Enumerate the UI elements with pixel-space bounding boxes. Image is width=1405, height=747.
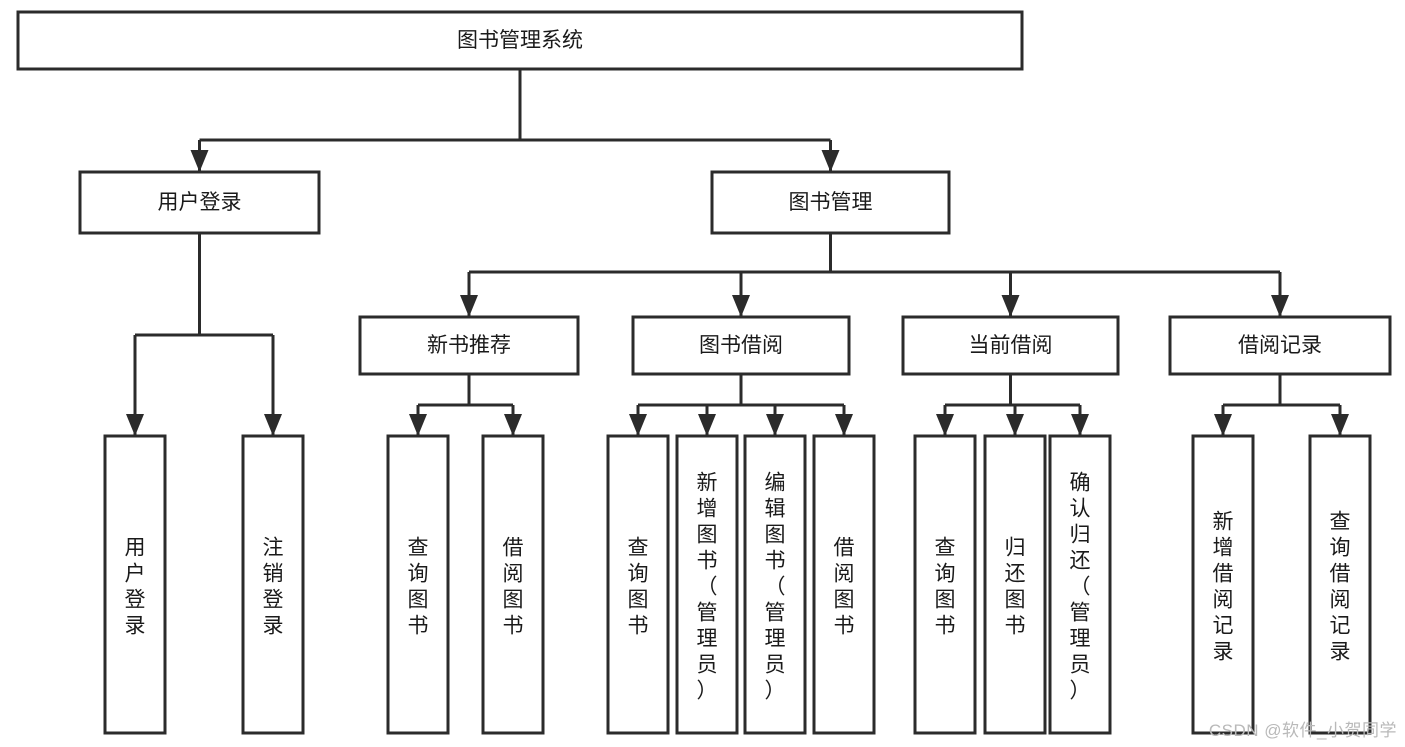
- node-leaf-query-book-3[interactable]: 查询图书: [913, 434, 977, 735]
- node-leaf-query-book-1[interactable]: 查询图书: [386, 434, 450, 735]
- node-leaf-add-book[interactable]: 新增图书（管理员）: [675, 434, 739, 735]
- node-label-leaf-edit-book: 编辑图书（管理员）: [765, 472, 786, 703]
- node-layer: 图书管理系统用户登录图书管理新书推荐图书借阅当前借阅借阅记录用户登录注销登录查询…: [16, 10, 1392, 735]
- node-leaf-add-record[interactable]: 新增借阅记录: [1191, 434, 1255, 735]
- node-leaf-borrow-book-2[interactable]: 借阅图书: [812, 434, 876, 735]
- node-box-leaf-query-book-1[interactable]: [386, 434, 450, 735]
- node-box-leaf-add-book[interactable]: [675, 434, 739, 735]
- node-label-leaf-query-book-1: 查询图书: [408, 537, 429, 638]
- node-label-leaf-query-record: 查询借阅记录: [1330, 511, 1351, 664]
- node-label-current-borrow: 当前借阅: [969, 334, 1053, 357]
- node-label-book-borrow: 图书借阅: [699, 334, 783, 357]
- node-label-leaf-add-record: 新增借阅记录: [1213, 511, 1234, 664]
- node-box-leaf-add-record[interactable]: [1191, 434, 1255, 735]
- node-leaf-edit-book[interactable]: 编辑图书（管理员）: [743, 434, 807, 735]
- node-box-leaf-user-login[interactable]: [103, 434, 167, 735]
- node-user-login[interactable]: 用户登录: [78, 170, 321, 235]
- node-label-leaf-borrow-book-1: 借阅图书: [503, 537, 524, 638]
- node-box-leaf-edit-book[interactable]: [743, 434, 807, 735]
- node-leaf-logout[interactable]: 注销登录: [241, 434, 305, 735]
- node-box-root[interactable]: [16, 10, 1024, 71]
- node-leaf-user-login[interactable]: 用户登录: [103, 434, 167, 735]
- node-label-leaf-confirm-return: 确认归还（管理员）: [1070, 472, 1091, 703]
- node-leaf-confirm-return[interactable]: 确认归还（管理员）: [1048, 434, 1112, 735]
- node-book-borrow[interactable]: 图书借阅: [631, 315, 851, 376]
- node-box-leaf-confirm-return[interactable]: [1048, 434, 1112, 735]
- node-label-leaf-query-book-3: 查询图书: [935, 537, 956, 638]
- node-label-leaf-query-book-2: 查询图书: [628, 537, 649, 638]
- node-leaf-return-book[interactable]: 归还图书: [983, 434, 1047, 735]
- node-label-leaf-user-login: 用户登录: [125, 537, 146, 638]
- node-box-leaf-query-book-3[interactable]: [913, 434, 977, 735]
- node-box-leaf-query-record[interactable]: [1308, 434, 1372, 735]
- node-box-leaf-return-book[interactable]: [983, 434, 1047, 735]
- node-borrow-record[interactable]: 借阅记录: [1168, 315, 1392, 376]
- node-box-leaf-borrow-book-1[interactable]: [481, 434, 545, 735]
- node-box-leaf-borrow-book-2[interactable]: [812, 434, 876, 735]
- node-box-book-borrow[interactable]: [631, 315, 851, 376]
- connector-layer: [126, 69, 1349, 436]
- node-label-borrow-record: 借阅记录: [1238, 334, 1322, 357]
- node-box-user-login[interactable]: [78, 170, 321, 235]
- watermark-label: CSDN @软件_小贺同学: [1208, 721, 1397, 740]
- node-label-root: 图书管理系统: [457, 29, 583, 52]
- node-book-manage[interactable]: 图书管理: [710, 170, 951, 235]
- node-leaf-query-book-2[interactable]: 查询图书: [606, 434, 670, 735]
- node-label-new-book-rec: 新书推荐: [427, 334, 511, 357]
- node-box-leaf-query-book-2[interactable]: [606, 434, 670, 735]
- node-label-leaf-logout: 注销登录: [263, 537, 284, 638]
- node-label-book-manage: 图书管理: [789, 191, 873, 214]
- node-box-borrow-record[interactable]: [1168, 315, 1392, 376]
- node-label-leaf-borrow-book-2: 借阅图书: [834, 537, 855, 638]
- node-box-current-borrow[interactable]: [901, 315, 1120, 376]
- node-label-leaf-return-book: 归还图书: [1005, 537, 1026, 638]
- node-leaf-query-record[interactable]: 查询借阅记录: [1308, 434, 1372, 735]
- node-label-user-login: 用户登录: [158, 191, 242, 214]
- node-box-new-book-rec[interactable]: [358, 315, 580, 376]
- node-current-borrow[interactable]: 当前借阅: [901, 315, 1120, 376]
- node-leaf-borrow-book-1[interactable]: 借阅图书: [481, 434, 545, 735]
- node-box-leaf-logout[interactable]: [241, 434, 305, 735]
- node-box-book-manage[interactable]: [710, 170, 951, 235]
- node-new-book-rec[interactable]: 新书推荐: [358, 315, 580, 376]
- node-label-leaf-add-book: 新增图书（管理员）: [697, 472, 718, 703]
- node-root[interactable]: 图书管理系统: [16, 10, 1024, 71]
